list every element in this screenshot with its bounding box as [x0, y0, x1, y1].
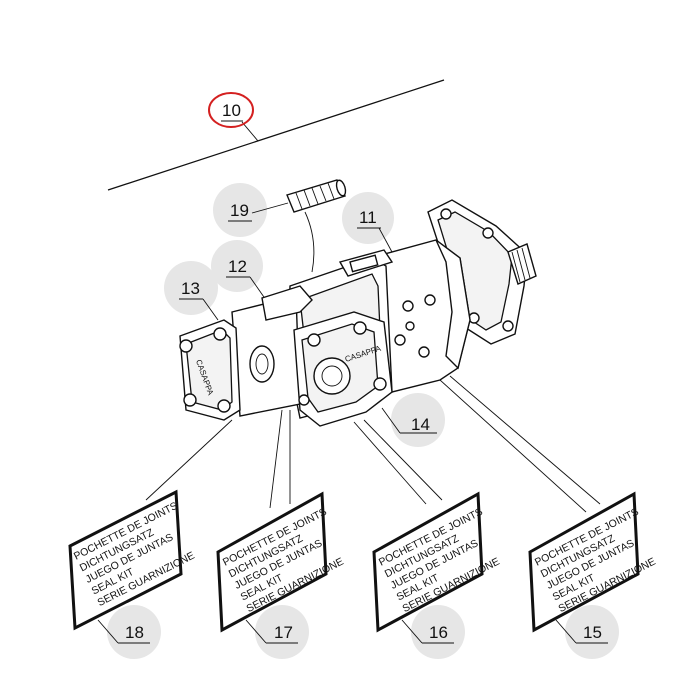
seal-kit-card-15-border	[528, 491, 640, 633]
leader-15-bubble	[555, 619, 577, 644]
leader-17	[269, 409, 283, 509]
seal-kit-card-16-border	[372, 491, 484, 633]
leader-19	[251, 202, 289, 214]
shaft-line	[107, 79, 445, 191]
callout-12-bubble	[211, 240, 263, 292]
callout-16-bubble	[411, 605, 465, 659]
callout-10[interactable]: 10	[208, 92, 254, 128]
leader-15	[439, 379, 587, 513]
seal-kit-card-17-border	[216, 491, 328, 633]
pump-assembly: CASAPPA CASAPPA	[179, 199, 537, 427]
callout-16-label: 16	[429, 623, 448, 642]
callout-10-label: 10	[222, 101, 241, 120]
leader-18-bubble	[97, 619, 119, 644]
callout-15-bubble	[565, 605, 619, 659]
leader-16	[353, 421, 427, 505]
callout-14-bubble	[391, 393, 445, 447]
seal-kit-card-16[interactable]: POCHETTE DE JOINTS DICHTUNGSATZ JUEGO DE…	[372, 491, 508, 633]
callout-17-label: 17	[274, 623, 293, 642]
callout-14-label: 14	[411, 415, 430, 434]
seal-kit-card-18-border	[68, 489, 183, 631]
callout-18-label: 18	[125, 623, 144, 642]
leader-16b	[363, 419, 443, 501]
callout-19-bubble	[213, 183, 267, 237]
leader-10	[241, 121, 259, 142]
callout-10-highlight	[208, 92, 254, 128]
leader-19-to-pump	[304, 211, 315, 273]
leader-17-bubble	[245, 619, 267, 644]
callout-11-label: 11	[359, 208, 377, 227]
callout-13-label: 13	[181, 279, 200, 298]
callout-15-label: 15	[583, 623, 602, 642]
leader-11	[378, 227, 393, 253]
callout-19-label: 19	[230, 201, 249, 220]
leader-13	[202, 298, 219, 321]
callout-12-label: 12	[228, 257, 247, 276]
leader-18	[145, 419, 233, 501]
callout-17-bubble	[255, 605, 309, 659]
grooved-pin	[286, 179, 347, 213]
leader-12	[249, 276, 267, 301]
leader-15b	[449, 375, 601, 505]
leader-16-bubble	[401, 619, 423, 644]
callout-18-bubble	[107, 605, 161, 659]
leader-14	[381, 407, 401, 434]
